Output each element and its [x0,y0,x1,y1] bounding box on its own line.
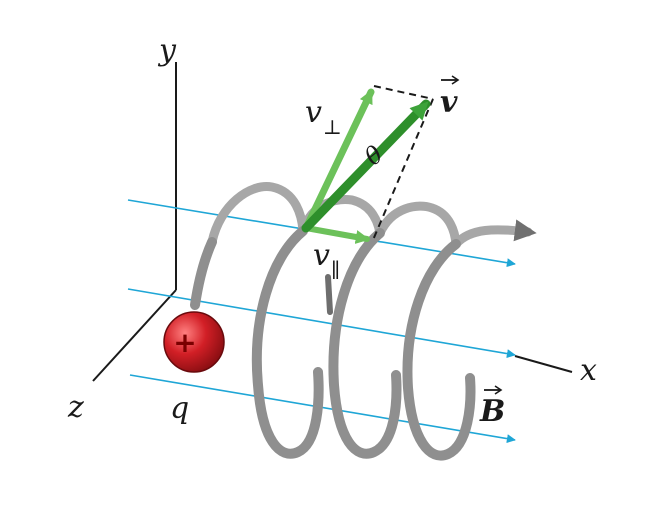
x-axis [514,355,573,373]
v-perp-symbol: v [305,95,322,130]
label-field-B: B [479,385,505,429]
v-total-symbol: v [440,85,458,120]
charged-particle: + [163,311,225,373]
label-v-parallel: v ∥ [313,238,340,282]
particle-label: q [170,391,189,426]
v-perp-subscript: ⊥ [323,115,342,139]
label-v-perp: v ⊥ [305,95,342,139]
v-total-arrow [301,99,431,233]
axis-label-x: x [580,353,597,388]
z-axis [92,289,177,382]
velocity-vectors [301,88,431,244]
dashed-right [372,98,434,241]
v-parallel-subscript: ∥ [331,258,340,282]
field-B-symbol: B [479,394,505,429]
helix-front-arcs [190,226,476,461]
v-parallel-symbol: v [313,238,330,273]
label-v-total: v [440,75,460,120]
coordinate-axes [92,62,573,382]
helix-back-arcs [207,182,537,315]
velocity-construction [372,85,434,241]
v-parallel-arrow [303,225,370,244]
v-perp-arrow [302,88,375,232]
dashed-top [373,85,434,100]
charge-sign: + [173,326,196,359]
axis-label-y: y [157,33,177,68]
axis-label-z: z [67,390,84,425]
